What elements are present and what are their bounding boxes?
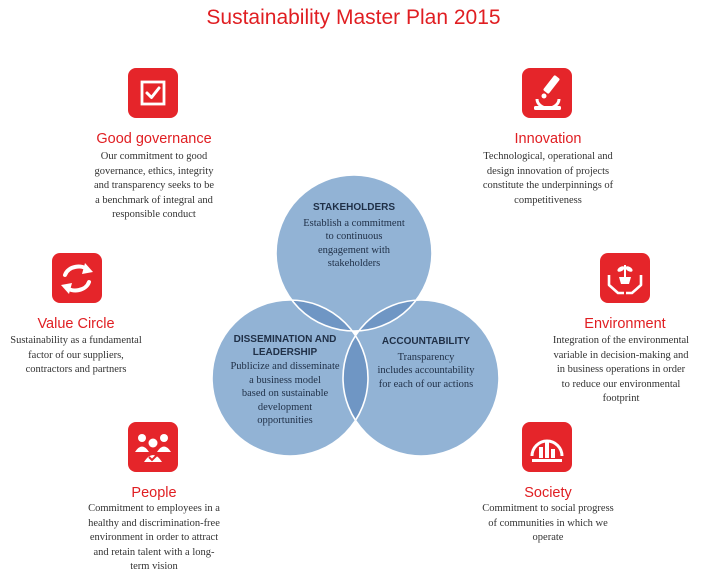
accountability-heading: ACCOUNTABILITY — [381, 336, 471, 347]
circle-text-stakeholders: STAKEHOLDERS Establish a commitment to c… — [294, 202, 414, 271]
circle-accountability — [343, 300, 499, 456]
people-group-icon — [128, 422, 178, 472]
heading-environment: Environment — [584, 316, 666, 332]
description-value-circle: Sustainability as a fundamental factor o… — [10, 335, 142, 375]
circle-text-dissemination: DISSEMINATION AND LEADERSHIP Publicize a… — [216, 334, 354, 428]
heading-people: People — [131, 485, 177, 501]
heading-society: Society — [524, 485, 572, 501]
description-environment: Integration of the environmental variabl… — [552, 335, 690, 404]
heading-good-governance: Good governance — [96, 131, 212, 147]
stakeholders-description: Establish a commitment to continuous eng… — [303, 217, 405, 270]
circle-text-accountability: ACCOUNTABILITY Transparency includes acc… — [366, 336, 486, 391]
stakeholders-heading: STAKEHOLDERS — [312, 202, 396, 213]
dissemination-description: Publicize and disseminate a business mod… — [230, 361, 340, 426]
heading-innovation: Innovation — [514, 131, 582, 147]
accountability-description: Transparency includes accountability for… — [377, 351, 475, 390]
description-people: Commitment to employees in a healthy and… — [88, 503, 220, 572]
microscope-icon — [522, 68, 572, 118]
page-title: Sustainability Master Plan 2015 — [206, 6, 501, 29]
checkbox-icon — [128, 68, 178, 118]
heading-value-circle: Value Circle — [37, 316, 115, 332]
description-innovation: Technological, operational and design in… — [482, 151, 614, 206]
dissemination-heading: DISSEMINATION AND LEADERSHIP — [233, 334, 337, 358]
description-society: Commitment to social progress of communi… — [482, 503, 614, 543]
cycle-arrows-icon — [52, 253, 102, 303]
description-good-governance: Our commitment to good governance, ethic… — [93, 151, 215, 220]
community-icon — [522, 422, 572, 472]
circle-dissemination — [212, 300, 368, 456]
circle-stakeholders — [276, 175, 432, 331]
hands-plant-icon — [600, 253, 650, 303]
